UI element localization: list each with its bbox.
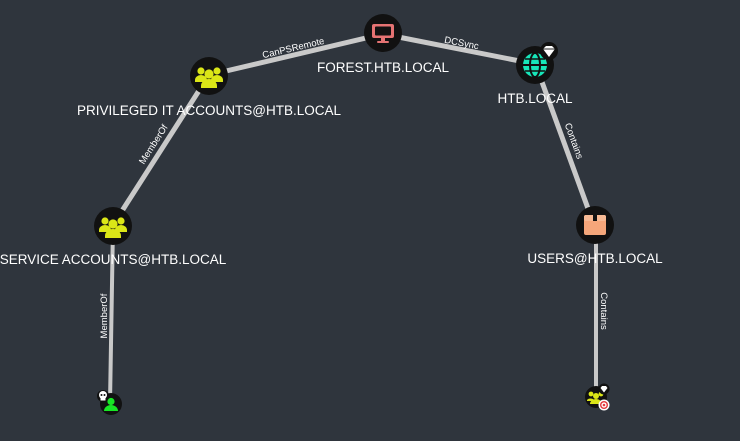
node-forest-computer[interactable] <box>364 14 402 52</box>
node-label-htb: HTB.LOCAL <box>497 91 573 106</box>
node-service-accounts-group[interactable] <box>94 207 132 245</box>
node-label-privileged: PRIVILEGED IT ACCOUNTS@HTB.LOCAL <box>77 103 342 118</box>
node-owned-user[interactable] <box>97 390 122 415</box>
node-target-group[interactable] <box>585 383 610 411</box>
edge-dcsync[interactable] <box>380 31 538 67</box>
edge-label-contains-target: Contains <box>598 292 609 330</box>
node-htb-domain[interactable] <box>516 42 558 84</box>
user-icon <box>104 397 118 411</box>
edge-memberof-privileged[interactable] <box>110 72 212 228</box>
group-icon <box>195 67 223 88</box>
node-users-ou[interactable] <box>576 206 614 244</box>
node-label-service: SERVICE ACCOUNTS@HTB.LOCAL <box>0 252 227 267</box>
edge-contains-users[interactable] <box>539 79 597 228</box>
node-label-users: USERS@HTB.LOCAL <box>527 251 663 266</box>
node-privileged-it-group[interactable] <box>190 57 228 95</box>
box-icon <box>584 215 606 235</box>
node-label-forest: FOREST.HTB.LOCAL <box>317 60 450 75</box>
skull-icon <box>97 390 109 402</box>
graph-edges <box>108 31 598 405</box>
edge-canpsremote[interactable] <box>206 31 386 78</box>
computer-icon <box>372 24 394 43</box>
edge-label-memberof-service: MemberOf <box>99 293 110 338</box>
diamond-icon <box>540 42 558 60</box>
diamond-icon <box>598 383 610 395</box>
target-icon <box>598 399 610 411</box>
group-icon <box>99 217 127 238</box>
edge-memberof-service[interactable] <box>108 223 115 405</box>
globe-icon <box>523 52 547 78</box>
